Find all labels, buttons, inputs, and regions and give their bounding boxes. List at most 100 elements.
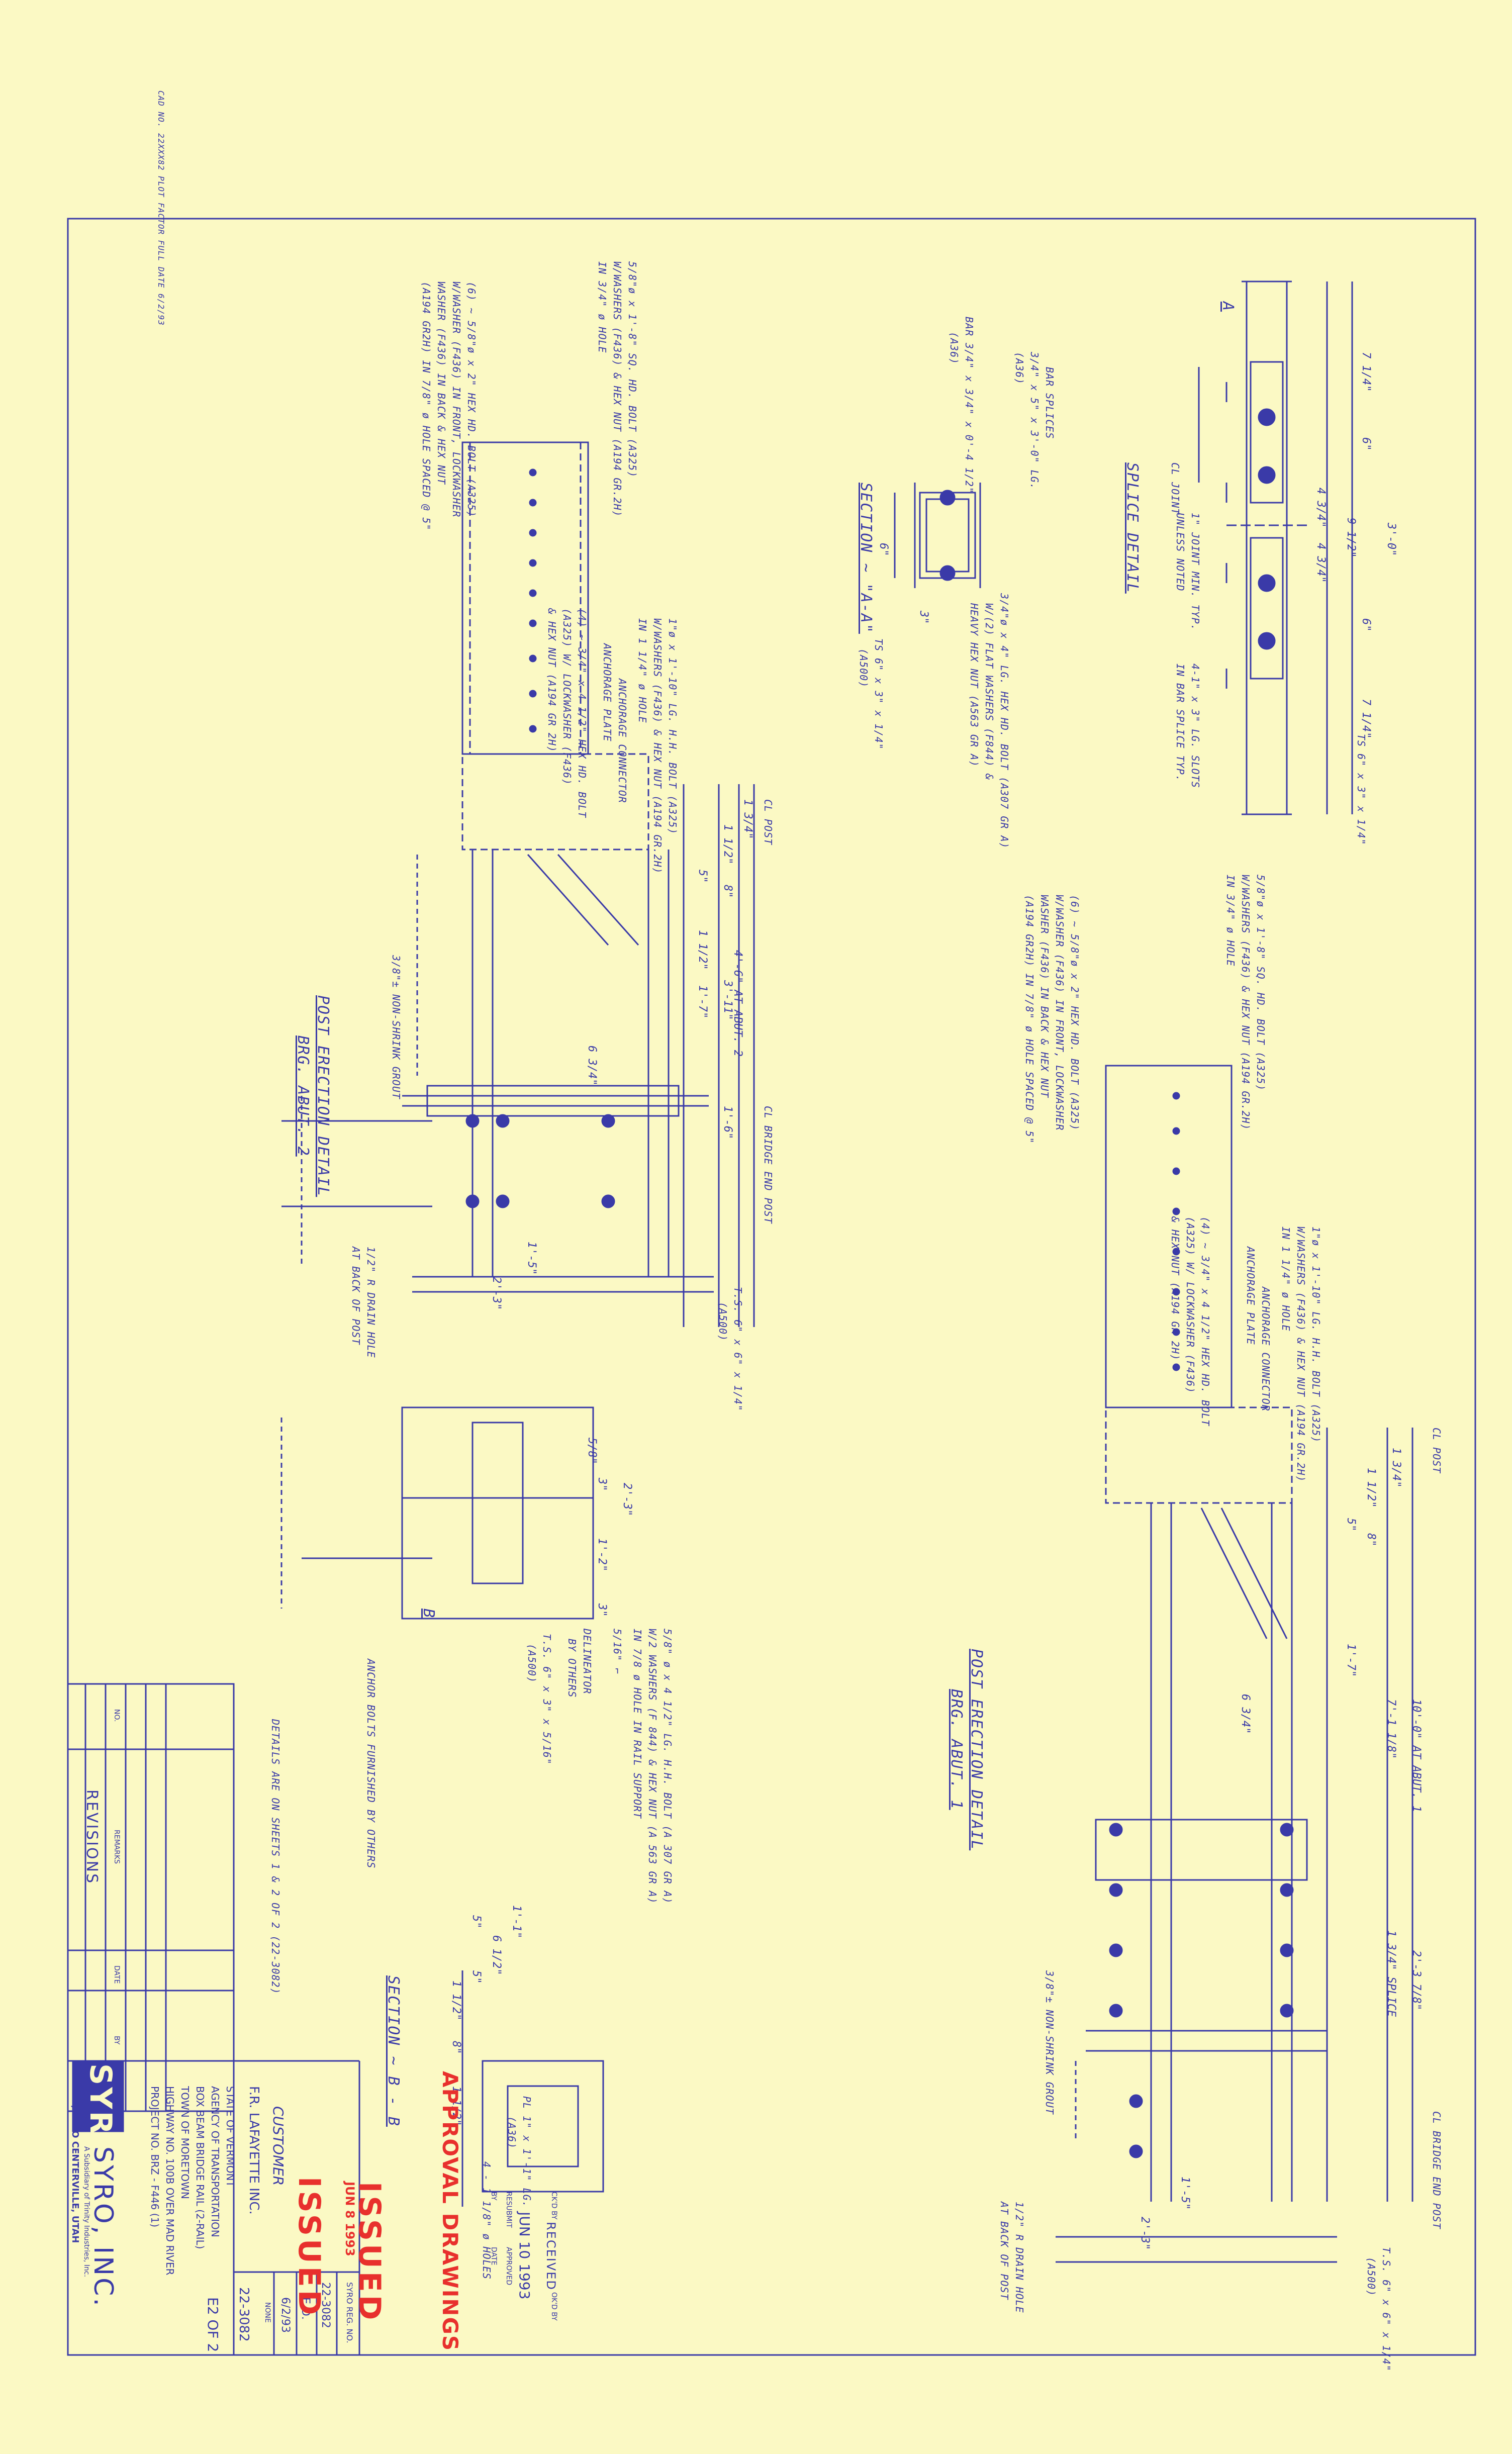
splice-dim-1: 7 1/4": [1360, 352, 1372, 392]
abut2-note-2d: (A194 GR2H) IN 7/8" ø HOLE SPACED @ 5": [420, 281, 432, 531]
section-bb-dim-112: 1 1/2": [450, 1980, 462, 2021]
splice-dim-8: 7 1/4": [1360, 699, 1372, 739]
mid-dim-58: 5/8": [586, 1438, 598, 1464]
abut2-note-1b: W/WASHERS (F436) & HEX NUT (A194 GR.2H): [611, 261, 623, 517]
customer-line-3: BOX BEAM BRIDGE RAIL (2-RAIL): [194, 2086, 206, 2249]
abut1-note-3b: W/WASHERS (F436) & HEX NUT (A194 GR.2H): [1295, 1226, 1307, 1482]
section-bb-plate-2: (A36): [506, 2116, 518, 2149]
abut1-ts: T.S. 6" x 6" x 1/4": [1380, 2247, 1392, 2372]
abut1-dim-112: 1 1/2": [1365, 1468, 1377, 1508]
abut2-anchorage-connector: ANCHORAGE CONNECTOR: [616, 679, 628, 803]
customer-line-2: AGENCY OF TRANSPORTATION: [209, 2086, 221, 2237]
abut2-dim-112: 1 1/2": [721, 824, 734, 865]
abut2-anchorage-plate: ANCHORAGE PLATE: [601, 643, 613, 742]
abut1-dim-15: 1'-5": [1179, 2177, 1191, 2210]
abut2-ts: T.S. 6" x 6" x 1/4": [732, 1287, 744, 1411]
abut1-note-4: (4) ~ 3/4" x 4 1/2" HEX HD. BOLT: [1199, 1216, 1211, 1427]
mid-bolt-note-3: IN 7/8 ø HOLE IN RAIL SUPPORT: [631, 1629, 643, 1819]
customer-label: CUSTOMER: [270, 2106, 287, 2186]
mid-ts-2: (A500): [526, 1644, 538, 1683]
abut2-grout: 3/8"± NON-SHRINK GROUT: [390, 955, 402, 1099]
abut1-grout: 3/8"± NON-SHRINK GROUT: [1044, 1970, 1056, 2115]
mid-dim-23: 2'-3": [621, 1483, 633, 1517]
approval-drawings-stamp: APPROVAL DRAWINGS: [438, 2071, 462, 2352]
customer-line-5: HIGHWAY NO. 100B OVER MAD RIVER: [164, 2086, 176, 2276]
abut1-dim-100: 10'-0" AT ABUT. 1: [1410, 1699, 1423, 1813]
abut1-drain: 1/2" R DRAIN HOLE: [1013, 2202, 1025, 2313]
abut1-dim-23b: 2'-3": [1139, 2217, 1151, 2250]
abut2-note-3c: IN 1 1/4" ø HOLE: [636, 618, 648, 723]
abut2-drain: 1/2" R DRAIN HOLE: [365, 1247, 377, 1358]
issued-stamp-1: ISSUED: [352, 2182, 387, 2323]
abut2-dim-15: 1'-5": [525, 1242, 538, 1275]
abut1-dim-634: 6 3/4": [1239, 1694, 1252, 1734]
abut1-dim-71: 7'-1 1/8": [1385, 1699, 1397, 1759]
section-aa-bar: BAR 3/4" x 3/4" x 0'-4 1/2": [963, 317, 975, 494]
abut2-note-2b: W/WASHER (F436) IN FRONT, LOCKWASHER: [450, 281, 462, 518]
abut1-dim-23: 2'-3 7/8": [1410, 1950, 1423, 2011]
abut2-cl-post: CL POST: [762, 799, 774, 845]
abut2-dim-8: 8": [721, 885, 734, 898]
section-aa-bolt-3: HEAVY HEX NUT (A563 GR A): [968, 603, 980, 768]
abut2-drawing: [281, 441, 755, 1327]
section-bb-plate: PL 1" x 1'-1" LG.: [521, 2096, 533, 2208]
abut1-anchorage-plate: ANCHORAGE PLATE: [1245, 1247, 1257, 1345]
abut2-dim-16: 1'-6": [721, 1106, 734, 1140]
abut1-dim-8: 8": [1365, 1533, 1377, 1547]
abut1-note-2: (6) ~ 5/8"ø x 2" HEX HD. BOLT (A325): [1069, 895, 1081, 1131]
section-aa-ts: TS 6" x 3" x 1/4": [873, 638, 885, 750]
abut2-dim-5: 5": [696, 870, 709, 883]
section-aa-drawing: [894, 483, 981, 588]
abut2-note-1: 5/8"ø x 1'-8" SQ. HD. BOLT (A325): [626, 261, 638, 478]
syro-subtitle: A Subsidiary of Trinity Industries, Inc.: [82, 2146, 90, 2277]
splice-ts-note: TS 6" x 3" x 1/4": [1355, 734, 1367, 845]
abut1-dim-17: 1'-7": [1345, 1644, 1357, 1677]
abut1-note-4b: (A325) W/ LOCKWASHER (F436): [1184, 1216, 1196, 1394]
mid-dim-12: 1'-2": [596, 1538, 608, 1572]
mid-weld: 5/16" ⌐: [611, 1629, 623, 1675]
section-bb-dim-11: 1'-1": [510, 1905, 523, 1939]
abut2-dim-112b: 1 1/2": [696, 930, 709, 970]
abut2-note-4c: & HEX NUT (A194 GR 2H): [546, 608, 558, 752]
abut1-note-1c: IN 3/4" ø HOLE: [1224, 875, 1237, 967]
mid-anchor-note: ANCHOR BOLTS FURNISHED BY OTHERS: [365, 1659, 377, 1869]
abut2-note-4: (4) ~ 3/4" x 4 1/2" HEX HD. BOLT: [576, 608, 588, 818]
received-okd-by: OK'D BY: [550, 2292, 558, 2321]
section-aa-bolt-2: W/(2) FLAT WASHERS (F844) &: [983, 603, 995, 781]
syro-locations: GIRARD, OHIO CENTERVILLE, UTAH: [70, 2066, 80, 2243]
received-by: BY: [490, 2192, 498, 2201]
issued-stamp-2: ISSUED: [292, 2177, 327, 2318]
abut2-dim-134: 1 3/4": [741, 799, 754, 839]
received-ckd-by: CK'D BY: [550, 2192, 558, 2220]
splice-detail-drawing: [1198, 280, 1353, 815]
sheet-number: E2 OF 2: [205, 2297, 221, 2352]
section-aa-bolt: 3/4"ø x 4" LG. HEX HD. BOLT (A307 GR A): [998, 593, 1010, 849]
mid-dim-3: 3": [596, 1478, 608, 1491]
abut1-subtitle: BRG. ABUT. 1: [948, 1689, 965, 1810]
mid-ts: T.S. 6" x 3" x 5/16": [541, 1634, 553, 1765]
abut2-cl-end-post: CL BRIDGE END POST: [762, 1106, 774, 1224]
section-aa-ts-2: (A500): [858, 648, 870, 688]
abut2-note-3b: W/WASHERS (F436) & HEX NUT (A194 GR.2H): [651, 618, 664, 874]
splice-dim-5: 9 1/2": [1345, 518, 1357, 558]
abut2-dim-311: 3'-11": [721, 980, 734, 1020]
abut1-dim-134b: 1 3/4": [1390, 1448, 1402, 1488]
splice-dim-3: 3'-0": [1385, 523, 1397, 556]
mid-bolt-note-2: W/2 WASHERS (F 844) & HEX NUT (A 563 GR …: [646, 1629, 658, 1904]
abut1-cl-end-post: CL BRIDGE END POST: [1431, 2111, 1443, 2229]
section-aa-dim-6: 6": [877, 543, 890, 556]
abut2-note-4b: (A325) W/ LOCKWASHER (F436): [561, 608, 573, 786]
customer-line-6: PROJECT NO. BRZ - F446 (1): [149, 2086, 161, 2227]
section-bb-drawing: [461, 1970, 604, 2207]
received-stamp-date: JUN 10 1993: [516, 2212, 533, 2300]
splice-joint-note-2: UNLESS NOTED: [1174, 513, 1186, 592]
abut2-title: POST ERECTION DETAIL: [314, 995, 332, 1197]
section-aa-title: SECTION ~ "A-A": [857, 483, 875, 634]
abut1-note-2c: WASHER (F436) IN BACK & HEX NUT: [1038, 895, 1051, 1098]
customer-name: F.R. LAFAYETTE INC.: [246, 2086, 261, 2215]
splice-joint-note: 1" JOINT MIN. TYP.: [1189, 513, 1201, 631]
plot-header: CAD NO. 22XXX82 PLOT FACTOR FULL DATE 6/…: [156, 90, 166, 326]
revisions-col-by: BY: [113, 2036, 121, 2045]
abut2-note-3: 1"ø x 1'-10" LG. H.H. BOLT (A325): [667, 618, 679, 835]
drawing-date: 6/2/93: [279, 2297, 292, 2333]
